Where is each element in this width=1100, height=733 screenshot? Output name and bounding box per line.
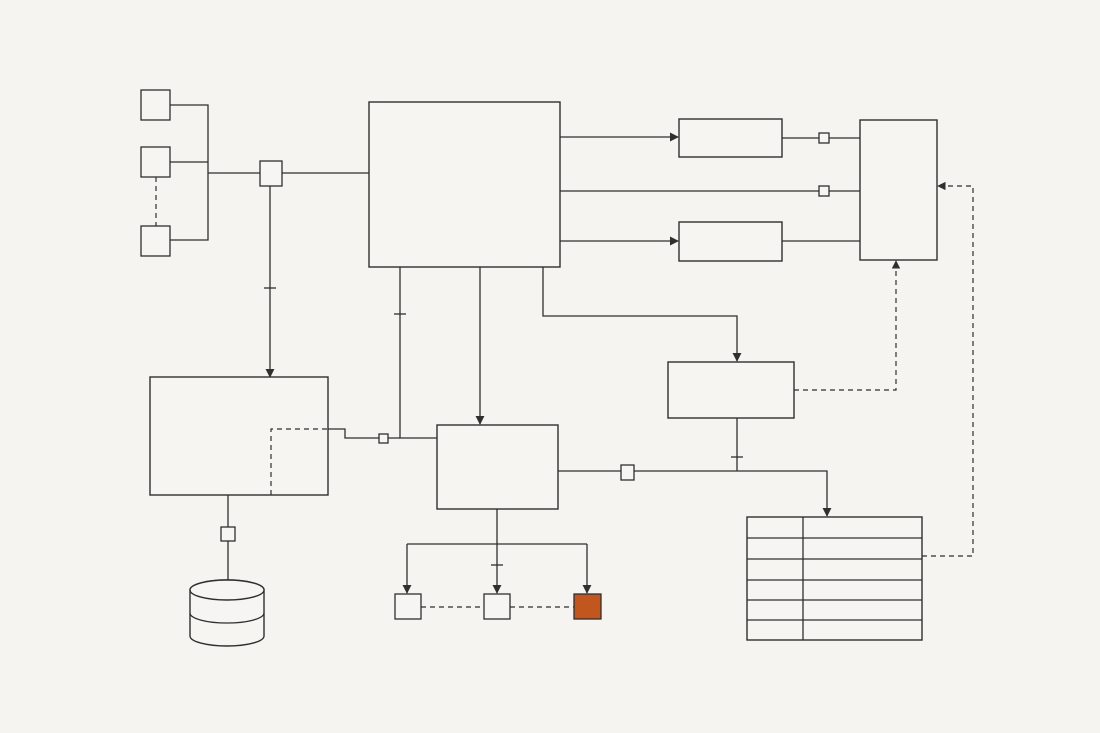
storage-to-worker <box>328 428 400 439</box>
storage-box[interactable] <box>149 376 329 496</box>
input-bus <box>170 104 260 241</box>
database-icon[interactable] <box>189 579 265 647</box>
table-to-aggregator <box>922 181 974 557</box>
main-processor-box[interactable] <box>368 101 561 268</box>
connector-port-5[interactable] <box>620 464 635 481</box>
worker-box[interactable] <box>436 424 559 510</box>
output-module-1[interactable] <box>678 118 783 158</box>
output-node-highlighted[interactable] <box>573 593 602 620</box>
input-node-2[interactable] <box>140 146 171 178</box>
aggregator-box[interactable] <box>859 119 938 261</box>
output-module-2[interactable] <box>678 221 783 262</box>
output-node-2[interactable] <box>483 593 511 620</box>
connector-port-2[interactable] <box>818 185 830 197</box>
main-feedback-line <box>399 267 437 439</box>
worker-to-table <box>558 470 832 517</box>
input-node-1[interactable] <box>140 89 171 121</box>
main-to-monitor <box>542 267 742 362</box>
connector-port-4[interactable] <box>220 526 236 542</box>
connector-port-3[interactable] <box>378 433 389 444</box>
connector-port-1[interactable] <box>818 132 830 144</box>
data-table[interactable] <box>746 516 923 641</box>
output-node-1[interactable] <box>394 593 422 620</box>
junction-node[interactable] <box>259 160 283 187</box>
monitor-box[interactable] <box>667 361 795 419</box>
storage-inner-dashed <box>270 428 328 495</box>
monitor-to-aggregator <box>794 260 901 391</box>
input-node-3[interactable] <box>140 225 171 257</box>
